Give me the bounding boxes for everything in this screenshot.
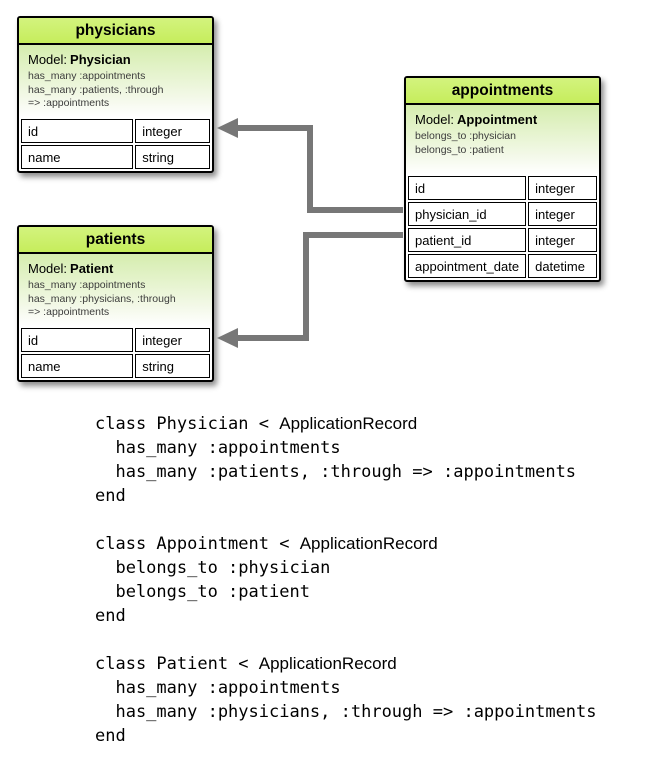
code-text: class Appointment < xyxy=(95,534,300,554)
column-type-cell: integer xyxy=(135,328,210,352)
code-line: end xyxy=(95,726,126,746)
table-physicians: physicians Model:Physician has_many :app… xyxy=(17,16,214,173)
arrow-segment xyxy=(307,125,313,213)
table-row: id integer xyxy=(21,119,210,143)
table-patients-title: patients xyxy=(19,227,212,254)
column-name-cell: name xyxy=(21,145,134,169)
model-line: Model:Appointment xyxy=(415,112,590,127)
column-type-cell: string xyxy=(135,354,210,378)
arrow-segment xyxy=(236,335,309,341)
model-name: Appointment xyxy=(457,112,538,127)
code-line: class Physician < ApplicationRecord xyxy=(95,412,597,436)
code-line: class Appointment < ApplicationRecord xyxy=(95,532,597,556)
association-label: belongs_to :patient xyxy=(415,143,504,156)
column-type-cell: string xyxy=(135,145,210,169)
column-name-cell: id xyxy=(21,119,134,143)
column-name-cell: patient_id xyxy=(408,228,527,252)
model-line: Model:Patient xyxy=(28,261,203,276)
code-block-appointment: class Appointment < ApplicationRecord be… xyxy=(95,532,597,628)
association-label: has_many :physicians, :through xyxy=(28,292,176,305)
table-physicians-model-section: Model:Physician has_many :appointments h… xyxy=(19,45,212,117)
model-label: Model: xyxy=(415,112,455,127)
column-name-cell: appointment_date xyxy=(408,254,527,278)
column-type-cell: datetime xyxy=(528,254,597,278)
table-row: name string xyxy=(21,145,210,169)
code-block-patient: class Patient < ApplicationRecord has_ma… xyxy=(95,652,597,748)
code-line: belongs_to :patient xyxy=(95,582,310,602)
code-block-physician: class Physician < ApplicationRecord has_… xyxy=(95,412,597,508)
column-type-cell: integer xyxy=(528,228,597,252)
code-line: class Patient < ApplicationRecord xyxy=(95,652,597,676)
table-row: physician_id integer xyxy=(408,202,597,226)
model-label: Model: xyxy=(28,261,68,276)
column-name-cell: physician_id xyxy=(408,202,527,226)
column-type-cell: integer xyxy=(528,176,597,200)
arrow-segment xyxy=(303,232,309,341)
code-text-sans: ApplicationRecord xyxy=(258,654,397,673)
table-row: id integer xyxy=(408,176,597,200)
model-name: Patient xyxy=(70,261,114,276)
table-row: name string xyxy=(21,354,210,378)
table-appointments-columns: id integer physician_id integer patient_… xyxy=(406,174,599,280)
arrowhead-left-icon xyxy=(217,328,238,348)
model-name: Physician xyxy=(70,52,131,67)
association-label: belongs_to :physician xyxy=(415,130,516,142)
code-text-sans: ApplicationRecord xyxy=(299,534,438,553)
model-line: Model:Physician xyxy=(28,52,203,67)
association-label: has_many :appointments xyxy=(28,70,146,82)
table-physicians-columns: id integer name string xyxy=(19,117,212,171)
code-line: has_many :appointments xyxy=(95,678,341,698)
table-row: appointment_date datetime xyxy=(408,254,597,278)
ruby-code: class Physician < ApplicationRecord has_… xyxy=(95,412,597,772)
arrow-segment xyxy=(303,232,403,238)
code-line: has_many :patients, :through => :appoint… xyxy=(95,462,577,482)
code-line: end xyxy=(95,606,126,626)
table-appointments: appointments Model:Appointment belongs_t… xyxy=(404,76,601,282)
table-appointments-title: appointments xyxy=(406,78,599,105)
column-type-cell: integer xyxy=(528,202,597,226)
table-row: patient_id integer xyxy=(408,228,597,252)
association-label: => :appointments xyxy=(28,97,110,109)
column-name-cell: id xyxy=(408,176,527,200)
code-line: has_many :physicians, :through => :appoi… xyxy=(95,702,597,722)
table-physicians-title: physicians xyxy=(19,18,212,45)
code-line: end xyxy=(95,486,126,506)
model-label: Model: xyxy=(28,52,68,67)
table-patients-model-section: Model:Patient has_many :appointments has… xyxy=(19,254,212,326)
code-line: belongs_to :physician xyxy=(95,558,331,578)
table-appointments-model-section: Model:Appointment belongs_to :physician … xyxy=(406,105,599,174)
association-label: has_many :appointments xyxy=(28,279,146,291)
column-type-cell: integer xyxy=(135,119,210,143)
association-label: has_many :patients, :through xyxy=(28,83,164,96)
arrow-segment xyxy=(236,125,313,131)
association-label: => :appointments xyxy=(28,306,110,318)
code-text: class Patient < xyxy=(95,654,259,674)
table-patients-columns: id integer name string xyxy=(19,326,212,380)
code-line: has_many :appointments xyxy=(95,438,341,458)
table-patients: patients Model:Patient has_many :appoint… xyxy=(17,225,214,382)
code-text: class Physician < xyxy=(95,414,280,434)
arrowhead-left-icon xyxy=(217,118,238,138)
column-name-cell: name xyxy=(21,354,134,378)
table-row: id integer xyxy=(21,328,210,352)
arrow-segment xyxy=(307,207,403,213)
code-text-sans: ApplicationRecord xyxy=(279,414,418,433)
column-name-cell: id xyxy=(21,328,134,352)
